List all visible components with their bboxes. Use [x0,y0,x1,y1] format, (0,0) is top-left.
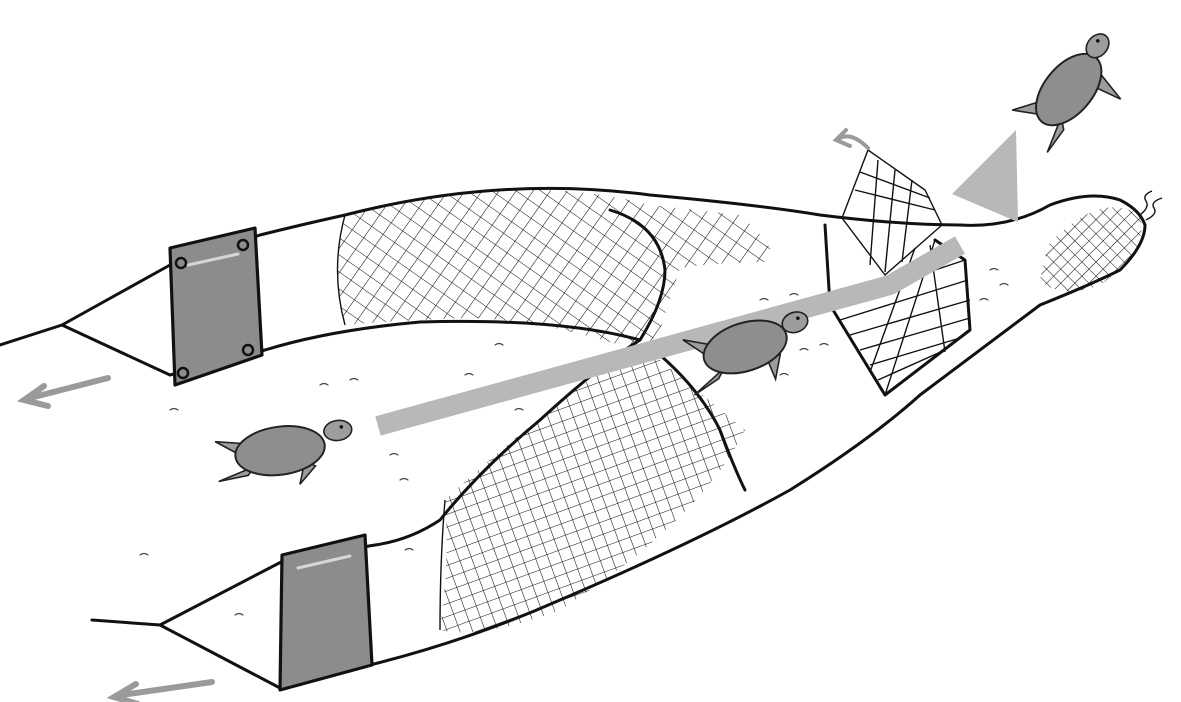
tow-bridles [0,263,287,690]
flap-open-arrow [832,128,870,150]
turtle-escape-arrow [375,130,1018,436]
otter-board-upper [168,226,264,387]
tow-arrow-upper [16,375,111,409]
turtle-escaped [1012,33,1122,153]
turtle-seabed [214,419,353,485]
escape-flap [841,148,943,277]
otter-board-lower [278,533,374,692]
turtle-in-net [682,311,809,396]
seabed-sand-marks [139,267,1009,616]
tow-arrow-lower [106,679,215,702]
tow-direction-arrows [16,375,215,702]
codend-tie [1139,190,1163,221]
